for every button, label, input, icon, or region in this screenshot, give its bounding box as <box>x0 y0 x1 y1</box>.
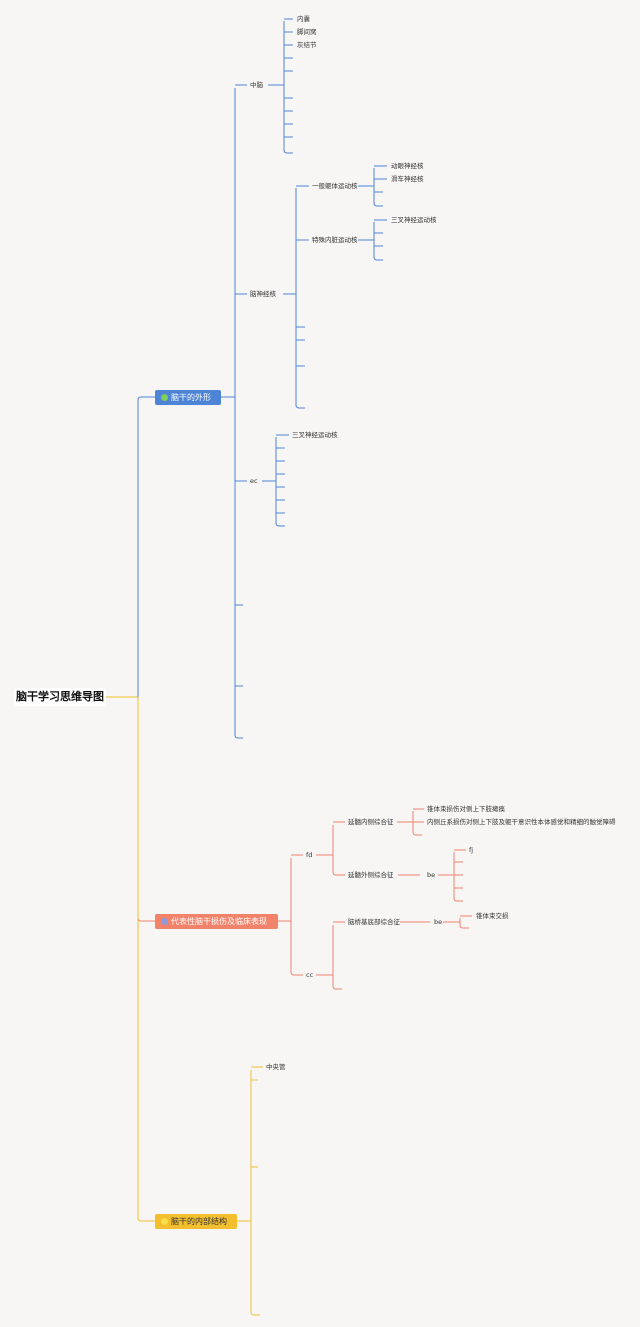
root-node[interactable]: 脑干学习思维导图 <box>14 688 106 706</box>
node-special-visceral-motor[interactable]: 特殊内脏运动核 <box>312 236 358 244</box>
node-be-1[interactable]: be <box>427 871 436 879</box>
node-jiaojiwo[interactable]: 脚间窝 <box>297 28 317 36</box>
node-trigeminal-motor-2[interactable]: 三叉神经运动核 <box>292 431 338 439</box>
root-connectors <box>106 396 155 1222</box>
node-fd[interactable]: fd <box>306 851 313 859</box>
node-zhongnao[interactable]: 中脑 <box>250 81 263 89</box>
branch1-connectors <box>221 18 387 739</box>
branch-brainstem-injury[interactable]: 代表性脑干损伤及临床表现 <box>155 914 278 929</box>
node-neinang[interactable]: 内囊 <box>297 15 310 23</box>
branch2-connectors <box>278 808 472 990</box>
node-qingtuojie[interactable]: 灰结节 <box>297 41 317 49</box>
heart-icon <box>161 394 168 401</box>
node-lateral-medullary[interactable]: 延髓外侧综合征 <box>348 871 394 879</box>
node-pyramidal-cross[interactable]: 锥体束交损 <box>476 912 509 920</box>
node-cc[interactable]: cc <box>306 971 314 979</box>
node-naoshenjinghe[interactable]: 脑神经核 <box>250 290 276 298</box>
node-medial-medullary[interactable]: 延髓内侧综合征 <box>348 818 394 826</box>
node-ec[interactable]: ec <box>250 477 258 485</box>
lightbulb-icon <box>161 1218 168 1225</box>
branch-label: 脑干的外形 <box>171 393 211 402</box>
node-pyramidal-injury[interactable]: 锥体束损伤对侧上下肢瘫痪 <box>427 805 505 813</box>
node-oculomotor[interactable]: 动眼神经核 <box>391 162 424 170</box>
branch-brainstem-exterior[interactable]: 脑干的外形 <box>155 390 221 405</box>
node-pontine-base[interactable]: 脑桥基底部综合征 <box>348 918 400 926</box>
branch-brainstem-interior[interactable]: 脑干的内部结构 <box>155 1214 237 1229</box>
node-trochlear[interactable]: 滑车神经核 <box>391 175 424 183</box>
node-central-canal[interactable]: 中央管 <box>266 1063 286 1071</box>
node-medial-lemniscus[interactable]: 内侧丘系损伤对侧上下肢及躯干意识性本体感觉和精细的触觉障碍 <box>427 818 616 826</box>
node-general-somatic-motor[interactable]: 一般躯体运动核 <box>312 182 358 190</box>
node-be-2[interactable]: be <box>434 918 443 926</box>
node-fj[interactable]: fj <box>469 846 474 854</box>
flag-icon <box>161 918 168 925</box>
node-trigeminal-motor-1[interactable]: 三叉神经运动核 <box>391 216 437 224</box>
branch-label: 脑干的内部结构 <box>171 1217 227 1226</box>
branch3-connectors <box>237 1066 263 1316</box>
branch-label: 代表性脑干损伤及临床表现 <box>171 917 267 926</box>
